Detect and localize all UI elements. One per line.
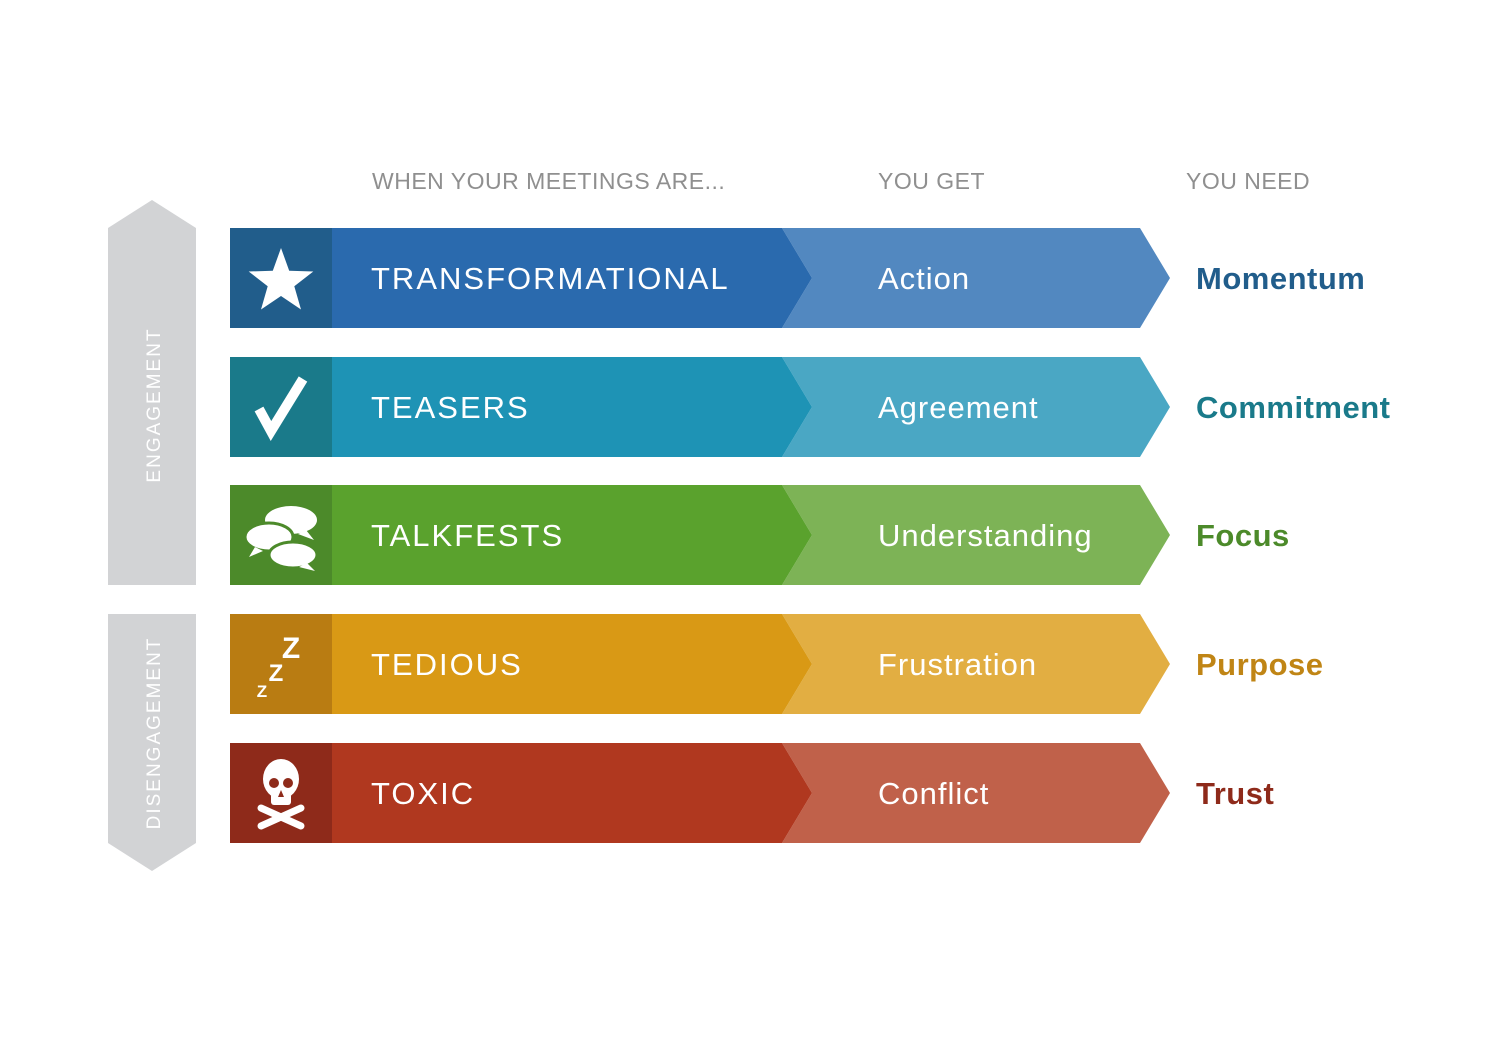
you-get-band <box>782 485 1170 585</box>
speech-bubbles-icon <box>243 506 319 571</box>
row-transformational: TRANSFORMATIONAL Action Momentum <box>230 228 1365 328</box>
header-you-need: YOU NEED <box>1186 168 1310 194</box>
star-icon <box>248 248 314 310</box>
meeting-type-label: TALKFESTS <box>371 518 564 553</box>
meeting-type-label: TEASERS <box>371 390 530 425</box>
you-need-label: Momentum <box>1196 261 1365 296</box>
engagement-arrow: ENGAGEMENT <box>108 200 196 585</box>
svg-text:Z: Z <box>282 632 300 665</box>
you-get-label: Action <box>878 261 970 296</box>
row-teasers: TEASERS Agreement Commitment <box>230 357 1390 457</box>
you-get-band <box>782 228 1170 328</box>
header-meetings-are: WHEN YOUR MEETINGS ARE... <box>372 168 725 194</box>
skull-crossbones-icon <box>257 759 305 830</box>
icon-box <box>230 614 332 714</box>
meeting-type-band <box>230 743 812 843</box>
you-get-band <box>782 357 1170 457</box>
disengagement-label: DISENGAGEMENT <box>144 637 165 830</box>
you-get-label: Agreement <box>878 390 1039 425</box>
row-toxic: TOXIC Conflict Trust <box>230 743 1274 843</box>
down-arrow-shape <box>108 614 196 871</box>
meeting-type-band <box>230 485 812 585</box>
you-get-label: Frustration <box>878 647 1037 682</box>
meeting-type-band <box>230 357 812 457</box>
meeting-type-label: TEDIOUS <box>371 647 523 682</box>
you-get-label: Conflict <box>878 776 989 811</box>
row-talkfests: TALKFESTS Understanding Focus <box>230 485 1290 585</box>
sleep-zzz-icon: ZZZ <box>257 632 300 701</box>
you-need-label: Focus <box>1196 518 1290 553</box>
engagement-label: ENGAGEMENT <box>144 327 165 482</box>
disengagement-arrow: DISENGAGEMENT <box>108 614 196 871</box>
you-get-band <box>782 614 1170 714</box>
you-need-label: Purpose <box>1196 647 1324 682</box>
row-tedious: ZZZ TEDIOUS Frustration Purpose <box>230 614 1324 714</box>
you-need-label: Commitment <box>1196 390 1390 425</box>
you-get-label: Understanding <box>878 518 1093 553</box>
check-icon <box>254 376 308 441</box>
you-get-band <box>782 743 1170 843</box>
meeting-type-label: TRANSFORMATIONAL <box>371 261 730 296</box>
svg-text:Z: Z <box>257 682 267 701</box>
meeting-type-band <box>230 614 812 714</box>
up-arrow-shape <box>108 200 196 585</box>
meeting-type-band <box>230 228 812 328</box>
svg-text:Z: Z <box>269 660 284 687</box>
header-you-get: YOU GET <box>878 168 985 194</box>
meeting-type-label: TOXIC <box>371 776 475 811</box>
you-need-label: Trust <box>1196 776 1274 811</box>
